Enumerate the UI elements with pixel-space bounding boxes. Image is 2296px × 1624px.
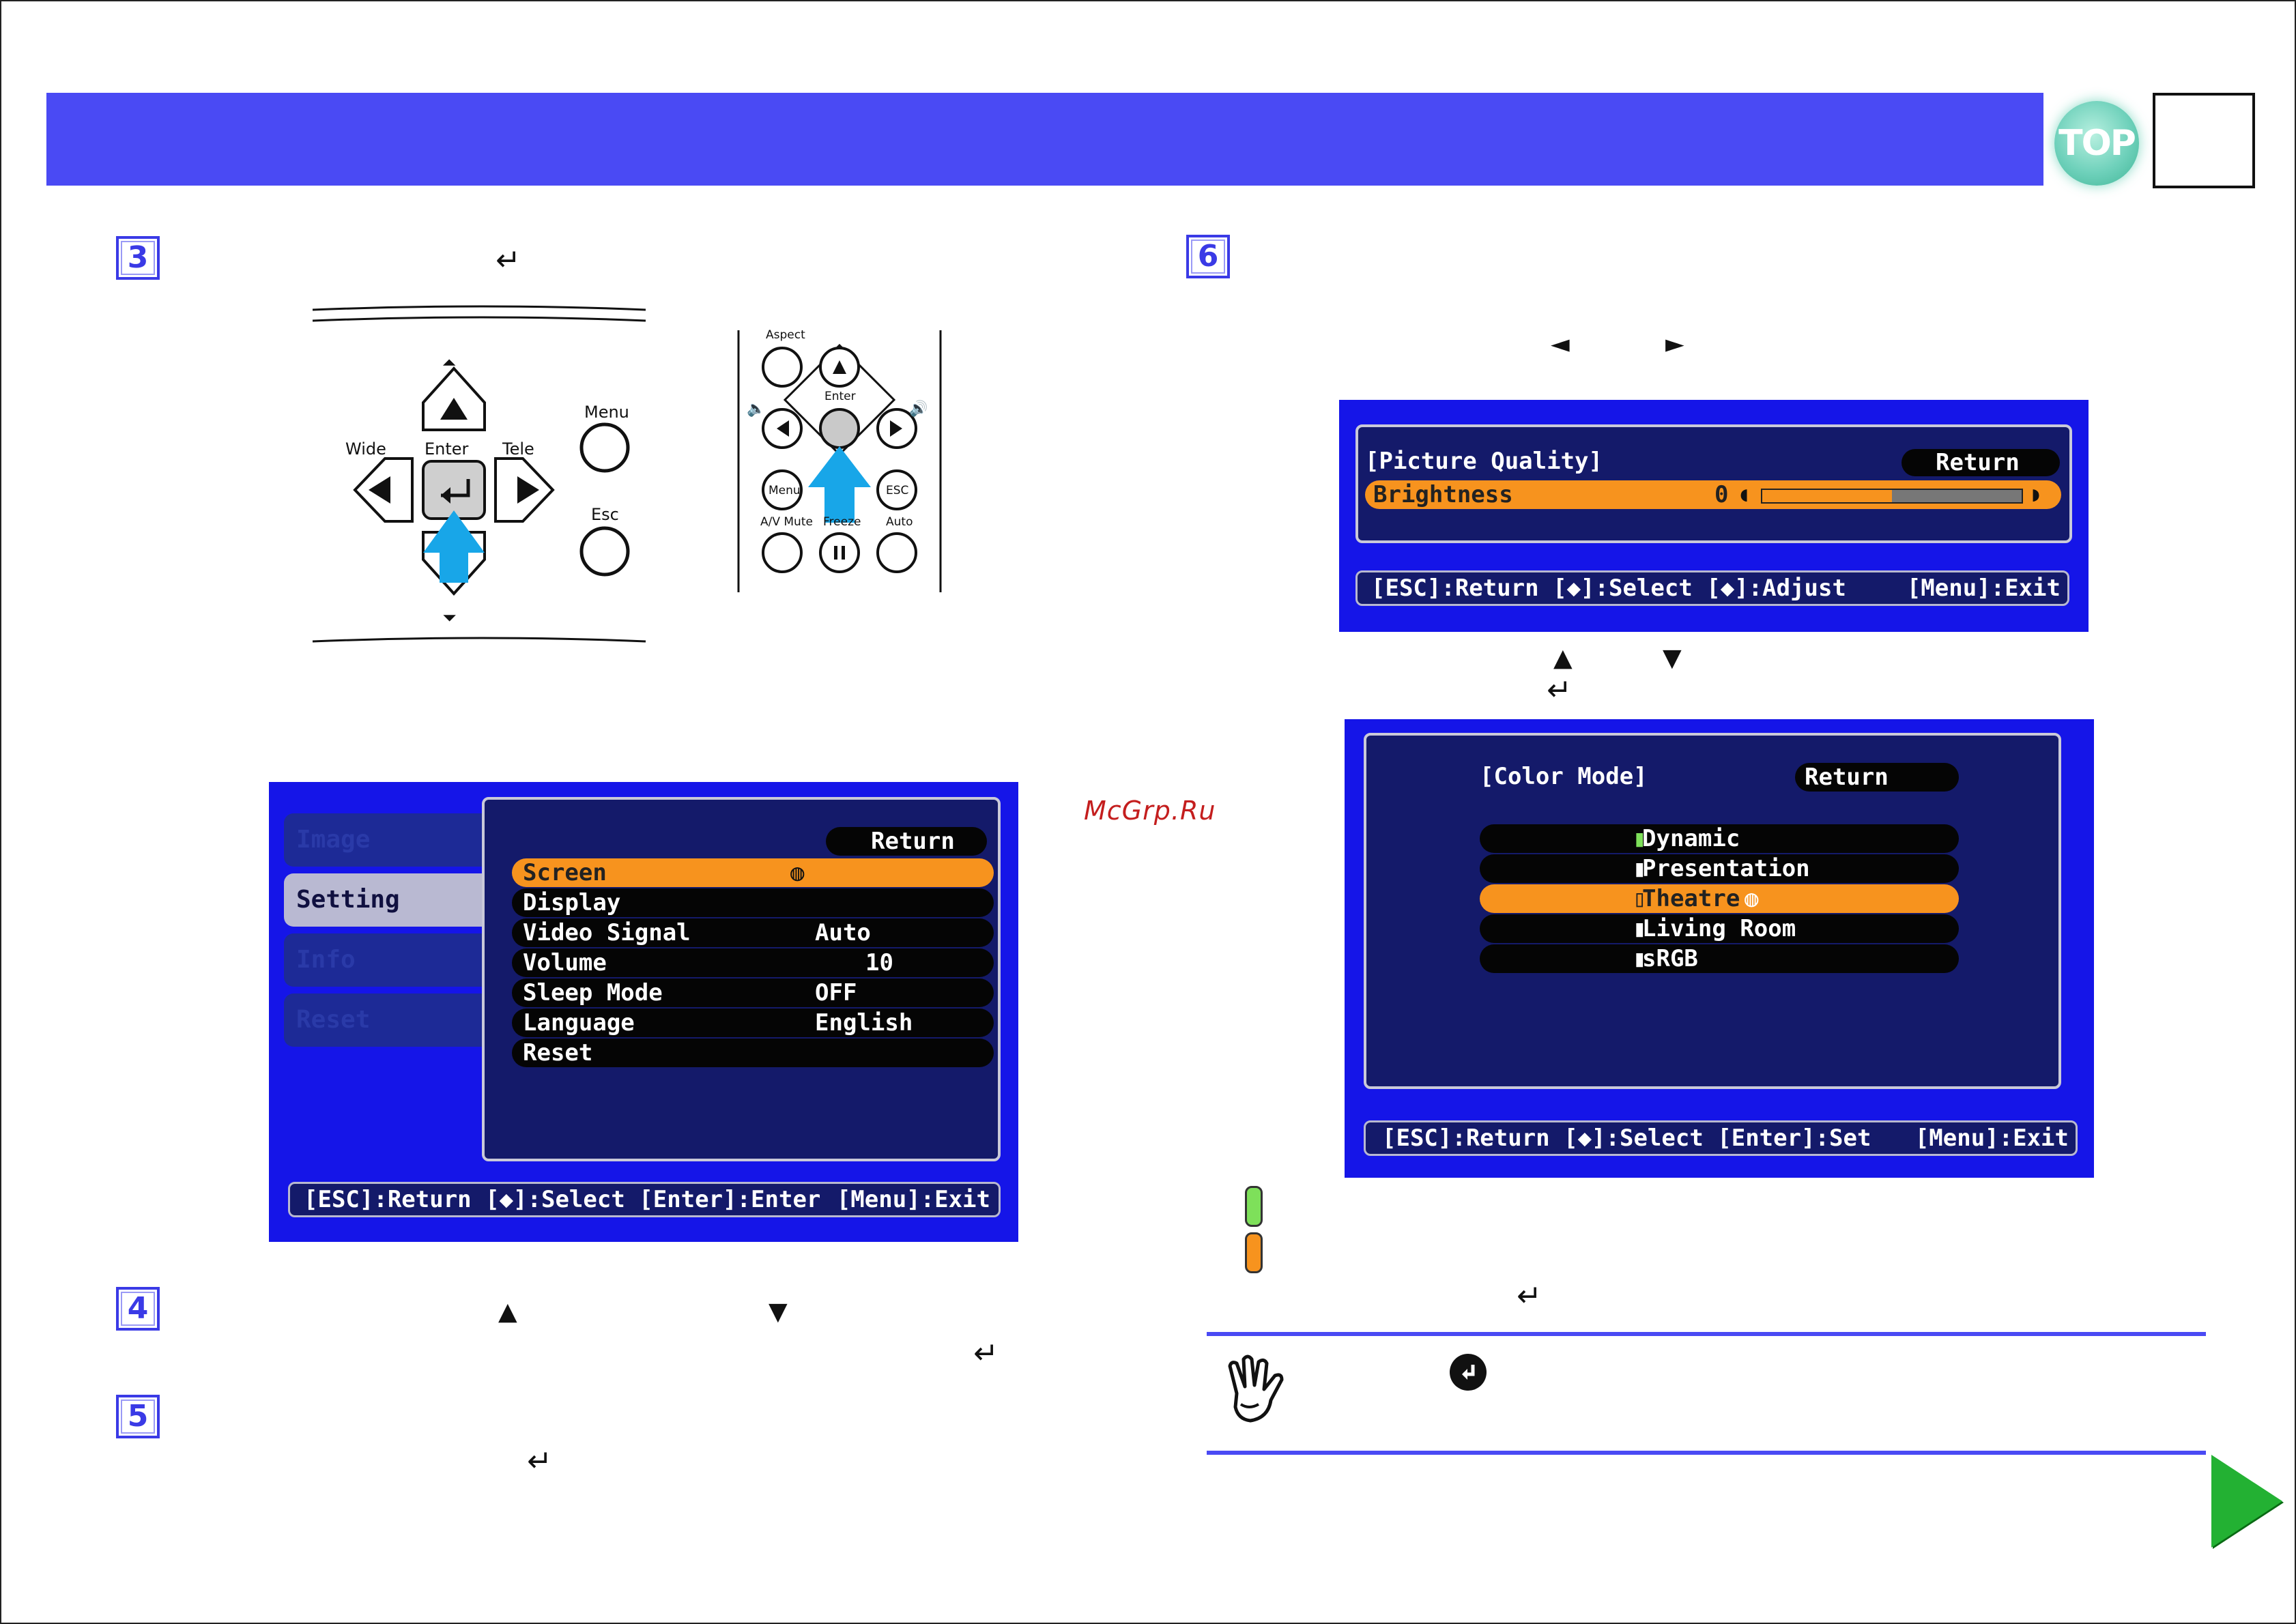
remote-auto-label: Auto bbox=[886, 515, 913, 529]
brightness-item[interactable]: Brightness 0 ◖ ◗ bbox=[1365, 480, 2061, 509]
color-option-presentation[interactable]: ▮Presentation bbox=[1480, 854, 1959, 883]
remote-avmute-label: A/V Mute bbox=[760, 515, 813, 529]
tab-setting[interactable]: Setting bbox=[284, 873, 496, 927]
enter-circle-icon bbox=[1450, 1354, 1487, 1391]
color-option-theatre[interactable]: ▯Theatre◍ bbox=[1480, 884, 1959, 913]
setting-menu-footer: [ESC]:Return [◆]:Select [Enter]:Enter [M… bbox=[288, 1182, 1001, 1217]
enter-glyph-step3: ↵ bbox=[496, 243, 521, 278]
step-6-marker: 6 bbox=[1186, 235, 1230, 278]
wide-label: Wide bbox=[345, 439, 386, 459]
enter-glyph-step5: ↵ bbox=[527, 1444, 552, 1479]
esc-label: Esc bbox=[591, 505, 619, 524]
menu-label: Menu bbox=[584, 403, 629, 422]
down-glyph-step4: ▼ bbox=[769, 1298, 788, 1326]
top-label: TOP bbox=[2058, 123, 2136, 164]
watermark: McGrp.Ru bbox=[1084, 796, 1216, 826]
color-option-srgb[interactable]: ▮sRGB bbox=[1480, 944, 1959, 973]
hand-note-icon bbox=[1228, 1354, 1284, 1423]
next-page-arrow-icon[interactable] bbox=[2211, 1455, 2282, 1548]
step-3-marker: 3 bbox=[116, 236, 160, 280]
tab-info[interactable]: Info bbox=[284, 933, 496, 987]
remote-control: 🔈 🔊 Aspect Enter Menu ESC A/V Mute Freez… bbox=[737, 328, 942, 592]
color-option-dynamic[interactable]: ▮Dynamic bbox=[1480, 824, 1959, 853]
enter-circle-glyph bbox=[1462, 1365, 1475, 1380]
color-option-living-room[interactable]: ▮Living Room bbox=[1480, 914, 1959, 943]
color-mode-screen: [Color Mode] Return ▮Dynamic ▮Presentati… bbox=[1345, 719, 2094, 1178]
remote-freeze-label: Freeze bbox=[823, 515, 861, 529]
color-mode-panel: [Color Mode] Return ▮Dynamic ▮Presentati… bbox=[1364, 733, 2061, 1089]
enter-label: Enter bbox=[425, 439, 469, 459]
page-index-box[interactable] bbox=[2153, 93, 2255, 188]
svg-text:🔈: 🔈 bbox=[747, 401, 765, 418]
brightness-panel: [Picture Quality] Return Brightness 0 ◖ … bbox=[1355, 424, 2072, 543]
remote-esc-label: ESC bbox=[886, 484, 908, 497]
return-item[interactable]: Return bbox=[826, 827, 987, 856]
remote-aspect-label: Aspect bbox=[766, 328, 805, 342]
enter-glyph-step4: ↵ bbox=[973, 1336, 999, 1371]
up-glyph-step6: ▲ bbox=[1553, 644, 1573, 672]
left-glyph-step6: ◄ bbox=[1551, 330, 1570, 358]
tele-label: Tele bbox=[502, 439, 534, 459]
brightness-slider[interactable] bbox=[1761, 489, 2023, 504]
step-5-marker: 5 bbox=[116, 1395, 160, 1438]
color-mode-title: [Color Mode] bbox=[1480, 763, 1648, 790]
green-indicator-icon bbox=[1245, 1186, 1263, 1227]
return-item[interactable]: Return bbox=[1902, 449, 2060, 476]
tab-image[interactable]: Image bbox=[284, 813, 496, 867]
svg-text:⏷: ⏷ bbox=[442, 608, 457, 628]
top-icon[interactable]: TOP bbox=[2054, 101, 2139, 186]
down-glyph-step6: ▼ bbox=[1663, 644, 1682, 672]
step-4-marker: 4 bbox=[116, 1287, 160, 1331]
menu-item-reset[interactable]: Reset bbox=[512, 1039, 994, 1067]
header-banner bbox=[46, 93, 2043, 186]
brightness-slider-fill bbox=[1762, 490, 1892, 502]
menu-item-display[interactable]: Display bbox=[512, 888, 994, 917]
menu-item-screen[interactable]: Screen◍ bbox=[512, 858, 994, 887]
brightness-screen: [Picture Quality] Return Brightness 0 ◖ … bbox=[1339, 400, 2089, 632]
enter-glyph-step6: ↵ bbox=[1547, 673, 1572, 708]
slider-left-icon[interactable]: ◖ bbox=[1738, 482, 1751, 506]
setting-menu-screen: Image Setting Info Reset Return Screen◍ … bbox=[269, 782, 1018, 1242]
note-top-rule bbox=[1207, 1332, 2206, 1336]
return-item[interactable]: Return bbox=[1795, 763, 1959, 792]
picture-quality-title: [Picture Quality] bbox=[1365, 448, 1603, 475]
enter-circle-icon: ◍ bbox=[790, 859, 805, 886]
orange-indicator-icon bbox=[1245, 1232, 1263, 1273]
slider-right-icon[interactable]: ◗ bbox=[2030, 482, 2043, 506]
enter-circle-icon: ◍ bbox=[1745, 885, 1759, 912]
tab-reset[interactable]: Reset bbox=[284, 994, 496, 1047]
enter-glyph-note: ↵ bbox=[1517, 1279, 1542, 1314]
up-glyph-step4: ▲ bbox=[498, 1298, 517, 1326]
remote-menu-label: Menu bbox=[769, 484, 801, 497]
note-bottom-rule bbox=[1207, 1451, 2206, 1455]
projector-control-panel: ⏶ ⏷ Wide Enter Tele Menu Esc bbox=[312, 305, 646, 643]
right-glyph-step6: ► bbox=[1665, 330, 1684, 358]
brightness-footer: [ESC]:Return [◆]:Select [◆]:Adjust [Menu… bbox=[1355, 570, 2069, 606]
color-mode-footer: [ESC]:Return [◆]:Select [Enter]:Set [Men… bbox=[1364, 1120, 2078, 1156]
svg-text:🔊: 🔊 bbox=[909, 399, 928, 418]
remote-enter-label: Enter bbox=[824, 390, 856, 403]
